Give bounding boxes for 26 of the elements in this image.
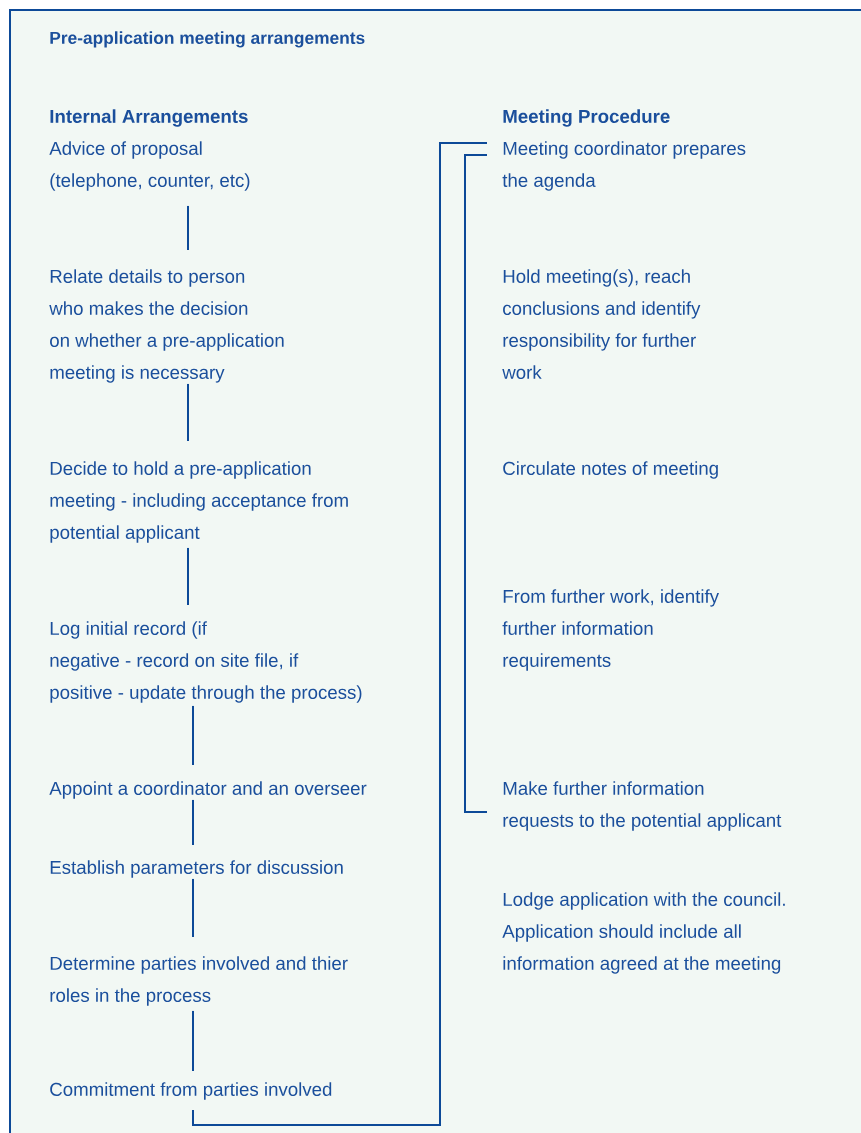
step-text: Establish parameters for discussion xyxy=(50,860,343,878)
connector-line xyxy=(192,704,194,766)
step-text: From further work, identify further information requirements xyxy=(502,589,719,671)
connector-line xyxy=(464,153,488,813)
connector-line xyxy=(192,877,194,938)
column-heading: Internal Arrangements xyxy=(50,109,248,127)
column-heading: Meeting Procedure xyxy=(503,109,670,127)
title: Pre-application meeting arrangements xyxy=(50,31,365,48)
step-text: Relate details to person who makes the decision on whether a pre-application meeting is necessary xyxy=(49,269,284,383)
connector-line xyxy=(187,382,189,442)
step-text: Decide to hold a pre-application meeting - including acceptance from potential applicant xyxy=(50,461,348,543)
step-text: Lodge application with the council. Application should include all information agreed at the meeting xyxy=(502,892,785,974)
step-text: Log initial record (if negative - record on site file, if positive - update through the process) xyxy=(50,621,362,703)
step-text: Advice of proposal (telephone, counter, etc) xyxy=(49,141,250,191)
step-text: Meeting coordinator prepares the agenda xyxy=(502,141,746,191)
connector-line xyxy=(187,204,189,251)
connector-line xyxy=(192,1009,194,1072)
step-text: Appoint a coordinator and an overseer xyxy=(49,781,367,799)
connector-line xyxy=(192,142,488,1126)
step-text: Hold meeting(s), reach conclusions and identify responsibility for further work xyxy=(502,269,701,379)
step-text: Commitment from parties involved xyxy=(50,1082,332,1100)
step-text: Circulate notes of meeting xyxy=(503,461,718,479)
connector-line xyxy=(192,798,194,846)
connector-line xyxy=(187,546,189,606)
step-text: Determine parties involved and thier roles in the process xyxy=(50,956,348,1006)
step-text: Make further information requests to the potential applicant xyxy=(503,781,782,831)
